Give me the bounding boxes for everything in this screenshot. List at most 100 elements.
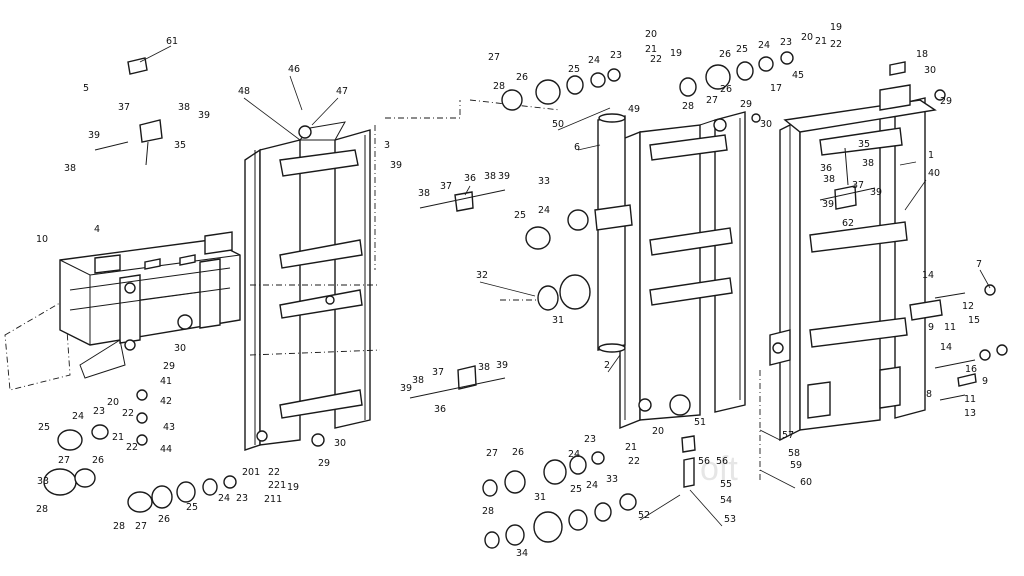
part-label-l28c: 28 [493, 81, 505, 92]
part-label-l52: 52 [638, 510, 650, 521]
part-label-l201: 201 [242, 467, 260, 478]
part-label-l24a: 24 [72, 411, 84, 422]
part-label-l51: 51 [694, 417, 706, 428]
part-label-l36a: 36 [464, 173, 476, 184]
part-label-l23d: 23 [584, 434, 596, 445]
part-label-l37d: 37 [852, 180, 864, 191]
part-label-l26b: 26 [158, 514, 170, 525]
part-label-l38f: 38 [478, 362, 490, 373]
outer-mast-right [759, 84, 937, 480]
part-label-l39h: 39 [870, 187, 882, 198]
part-label-l22a: 22 [122, 408, 134, 419]
part-label-l24c: 24 [588, 55, 600, 66]
watermark: oft [700, 450, 738, 488]
part-label-l24f: 24 [586, 480, 598, 491]
part-label-l56a: 56 [698, 456, 710, 467]
part-label-l23c: 23 [610, 50, 622, 61]
outer-mast-left [244, 100, 461, 451]
part-label-l27b: 27 [135, 521, 147, 532]
part-label-l36c: 36 [820, 163, 832, 174]
leader-lines [139, 45, 991, 527]
part-label-l24e: 24 [568, 449, 580, 460]
part-label-l24b: 24 [218, 493, 230, 504]
part-label-l58: 58 [788, 448, 800, 459]
part-label-l26f: 26 [720, 84, 732, 95]
part-label-l211: 211 [264, 494, 282, 505]
part-label-l21c: 21 [625, 442, 637, 453]
part-label-l26a: 26 [92, 455, 104, 466]
part-label-l49: 49 [628, 104, 640, 115]
part-label-l39c: 39 [390, 160, 402, 171]
part-label-l20b: 20 [645, 29, 657, 40]
part-label-l59: 59 [790, 460, 802, 471]
part-label-l33a: 33 [37, 476, 49, 487]
part-label-l57: 57 [782, 430, 794, 441]
small-parts [43, 51, 1008, 549]
part-label-l7: 7 [976, 259, 982, 270]
part-label-l38g: 38 [862, 158, 874, 169]
part-label-l43: 43 [163, 422, 175, 433]
part-label-l27c: 27 [488, 52, 500, 63]
part-label-l37c: 37 [432, 367, 444, 378]
part-label-l23b: 23 [236, 493, 248, 504]
part-label-l26c: 26 [516, 72, 528, 83]
part-label-l26d: 26 [512, 447, 524, 458]
part-label-l60: 60 [800, 477, 812, 488]
part-label-l38d: 38 [484, 171, 496, 182]
part-label-l4: 4 [94, 224, 100, 235]
part-label-l39g: 39 [822, 199, 834, 210]
part-label-l31b: 31 [534, 492, 546, 503]
part-label-l22f: 22 [830, 39, 842, 50]
part-label-l39b: 39 [88, 130, 100, 141]
part-label-l35b: 35 [858, 139, 870, 150]
part-label-l22d: 22 [650, 54, 662, 65]
part-label-l27e: 27 [706, 95, 718, 106]
part-label-l24d: 24 [538, 205, 550, 216]
part-label-l29a: 29 [163, 361, 175, 372]
part-label-l28e: 28 [682, 101, 694, 112]
part-label-l53: 53 [724, 514, 736, 525]
part-label-l44: 44 [160, 444, 172, 455]
part-label-l39a: 39 [198, 110, 210, 121]
part-label-l33c: 33 [606, 474, 618, 485]
part-label-l33b: 33 [538, 176, 550, 187]
part-label-l20a: 20 [107, 397, 119, 408]
part-label-l37a: 37 [118, 102, 130, 113]
part-label-l20c: 20 [652, 426, 664, 437]
part-label-l28b: 28 [113, 521, 125, 532]
part-label-l19b: 19 [670, 48, 682, 59]
part-label-l39d: 39 [498, 171, 510, 182]
inner-mast-center [469, 99, 746, 430]
part-label-l30d: 30 [924, 65, 936, 76]
part-label-l24g: 24 [758, 40, 770, 51]
part-label-l38a: 38 [178, 102, 190, 113]
part-label-l6: 6 [574, 142, 580, 153]
part-label-l45: 45 [792, 70, 804, 81]
part-label-l25e: 25 [570, 484, 582, 495]
part-label-l23e: 23 [780, 37, 792, 48]
part-label-l37b: 37 [440, 181, 452, 192]
part-label-l29c: 29 [740, 99, 752, 110]
part-label-l54: 54 [720, 495, 732, 506]
part-label-l28d: 28 [482, 506, 494, 517]
part-label-l19a: 19 [287, 482, 299, 493]
part-label-l17: 17 [770, 83, 782, 94]
part-label-l39e: 39 [400, 383, 412, 394]
part-label-l1: 1 [928, 150, 934, 161]
part-label-l29b: 29 [318, 458, 330, 469]
part-label-l14a: 14 [922, 270, 934, 281]
part-label-l34: 34 [516, 548, 528, 559]
part-label-l46: 46 [288, 64, 300, 75]
part-label-l38e: 38 [412, 375, 424, 386]
part-label-l22e: 22 [628, 456, 640, 467]
part-label-l2: 2 [604, 360, 610, 371]
part-label-l18: 18 [916, 49, 928, 60]
part-label-l55: 55 [720, 479, 732, 490]
part-label-l62: 62 [842, 218, 854, 229]
part-label-l5: 5 [83, 83, 89, 94]
part-label-l14b: 14 [940, 342, 952, 353]
part-label-l221: 221 [268, 480, 286, 491]
part-label-l20d: 20 [801, 32, 813, 43]
